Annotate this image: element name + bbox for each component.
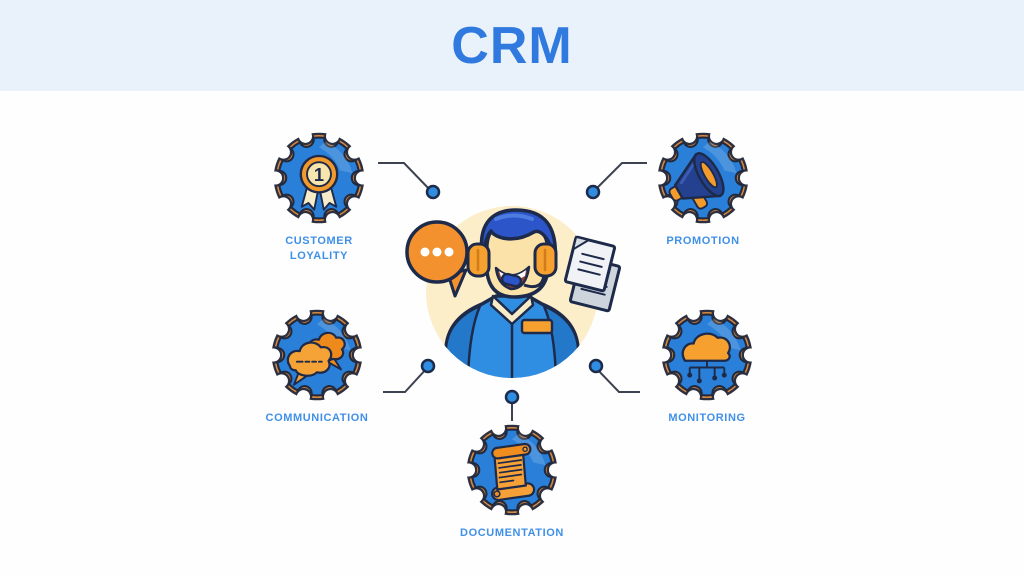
connector-promotion bbox=[592, 162, 647, 193]
microphone bbox=[500, 272, 523, 288]
speech-bubble-icon bbox=[405, 220, 469, 298]
connector-dot bbox=[504, 389, 520, 405]
cloud-network-icon bbox=[681, 332, 731, 384]
support-agent bbox=[444, 208, 580, 378]
medal-number: 1 bbox=[314, 164, 324, 185]
node-label-customer-loyalty: CUSTOMER LOYALITY bbox=[285, 235, 353, 263]
node-promotion: PROMOTION bbox=[633, 130, 773, 249]
header-banner: CRM bbox=[0, 0, 1024, 91]
megaphone-icon bbox=[668, 152, 725, 210]
connector-dot bbox=[425, 184, 441, 200]
node-customer-loyalty: 1 CUSTOMER LOYALITY bbox=[249, 130, 389, 265]
connector-customer-loyalty bbox=[378, 162, 433, 193]
customer-support-illustration bbox=[405, 206, 622, 378]
first-place-medal-gear-icon: 1 bbox=[274, 132, 364, 224]
node-label-documentation: DOCUMENTATION bbox=[460, 527, 564, 539]
node-label-communication: COMMUNICATION bbox=[265, 412, 369, 424]
node-label-monitoring: MONITORING bbox=[668, 412, 746, 424]
megaphone-gear-icon bbox=[658, 132, 748, 224]
paper-scroll-gear-icon bbox=[467, 424, 557, 516]
connector-dot bbox=[588, 358, 604, 374]
documents-icon bbox=[563, 235, 622, 313]
node-documentation: DOCUMENTATION bbox=[442, 422, 582, 541]
node-communication: COMMUNICATION bbox=[247, 307, 387, 426]
connector-dot bbox=[420, 358, 436, 374]
chat-bubbles-gear-icon bbox=[272, 309, 362, 401]
node-label-promotion: PROMOTION bbox=[666, 235, 740, 247]
chat-bubbles-icon bbox=[286, 331, 346, 386]
connector-monitoring bbox=[594, 366, 640, 393]
connector-dot bbox=[585, 184, 601, 200]
medal-icon: 1 bbox=[299, 154, 339, 211]
name-badge bbox=[520, 318, 554, 335]
page-title: CRM bbox=[451, 16, 573, 75]
cloud-network-gear-icon bbox=[662, 309, 752, 401]
collar bbox=[489, 294, 535, 326]
paper-scroll-icon bbox=[491, 442, 536, 502]
node-monitoring: MONITORING bbox=[637, 307, 777, 426]
headset-icon bbox=[466, 242, 558, 289]
connector-communication bbox=[383, 366, 429, 393]
